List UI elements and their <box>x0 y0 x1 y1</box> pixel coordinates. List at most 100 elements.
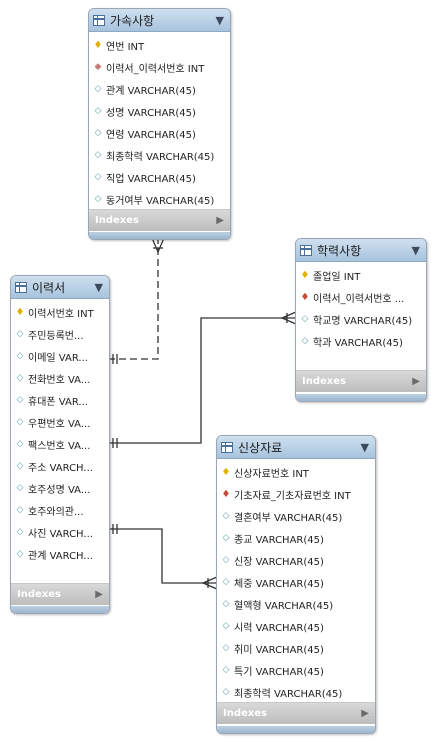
expand-arrow-icon[interactable]: ▶ <box>361 708 369 719</box>
column-icon: ◇ <box>222 687 230 697</box>
table-column[interactable]: ◇이메일 VAR... <box>16 351 88 364</box>
column-icon: ◇ <box>94 84 102 94</box>
column-icon: ◇ <box>16 373 24 383</box>
table-title: 이력서 <box>32 280 66 295</box>
indexes-section[interactable]: Indexes ▶ <box>89 209 230 231</box>
table-column[interactable]: ◇결혼여부 VARCHAR(45) <box>222 511 343 524</box>
indexes-section[interactable]: Indexes ▶ <box>296 370 426 392</box>
column-icon: ◇ <box>16 417 24 427</box>
column-icon: ◇ <box>94 194 102 204</box>
table-column[interactable]: ◇휴대폰 VAR... <box>16 395 88 408</box>
table-column[interactable]: ◇전화번호 VA... <box>16 373 91 386</box>
table-column[interactable]: ◆이력서_이력서번호 INT <box>94 62 205 75</box>
column-icon: ◇ <box>301 314 309 324</box>
table-column[interactable]: ♦기초자료_기초자료번호 INT <box>221 488 351 502</box>
indexes-section[interactable]: Indexes ▶ <box>217 702 375 724</box>
table-column[interactable]: ♦이력서_이력서번호 ... <box>300 291 405 305</box>
table-column[interactable]: ◇취미 VARCHAR(45) <box>222 643 324 656</box>
table-column[interactable]: ◇최종학력 VARCHAR(45) <box>222 687 343 700</box>
table-column[interactable]: ♦이력서번호 INT <box>15 306 94 320</box>
table-header[interactable]: 신상자료 ▼ <box>217 436 375 459</box>
column-list: ♦이력서번호 INT ◇주민등록번... ◇이메일 VAR... ◇전화번호 V… <box>11 299 109 565</box>
table-column[interactable]: ◇연령 VARCHAR(45) <box>94 128 196 141</box>
table-bottom-bar <box>89 232 230 239</box>
column-icon: ◇ <box>222 643 230 653</box>
column-icon: ◇ <box>222 577 230 587</box>
collapse-arrow-icon[interactable]: ▼ <box>411 243 420 257</box>
key-icon: ♦ <box>93 39 103 51</box>
table-column[interactable]: ◇성명 VARCHAR(45) <box>94 106 196 119</box>
table-education[interactable]: 학력사항 ▼ ♦졸업일 INT ♦이력서_이력서번호 ... ◇학교명 VARC… <box>295 238 427 402</box>
table-column[interactable]: ◇학과 VARCHAR(45) <box>301 336 403 349</box>
table-column[interactable]: ◇종교 VARCHAR(45) <box>222 533 324 546</box>
table-column[interactable]: ◇호주성명 VA... <box>16 483 91 496</box>
column-icon: ◇ <box>301 336 309 346</box>
table-column[interactable]: ◇우편번호 VA... <box>16 417 91 430</box>
column-icon: ◇ <box>16 461 24 471</box>
column-icon: ◇ <box>94 106 102 116</box>
table-column[interactable]: ◇시력 VARCHAR(45) <box>222 621 324 634</box>
table-column[interactable]: ◇특기 VARCHAR(45) <box>222 665 324 678</box>
table-column[interactable]: ◇관계 VARCHAR(45) <box>94 84 196 97</box>
table-header[interactable]: 이력서 ▼ <box>11 276 109 299</box>
key-icon: ♦ <box>15 306 25 318</box>
expand-arrow-icon[interactable]: ▶ <box>95 589 103 600</box>
table-column[interactable]: ♦신상자료번호 INT <box>221 466 309 480</box>
table-column[interactable]: ◇사진 VARCH... <box>16 527 93 540</box>
key-icon: ♦ <box>221 466 231 478</box>
indexes-section[interactable]: Indexes ▶ <box>11 583 109 605</box>
table-column[interactable]: ♦연번 INT <box>93 39 145 53</box>
column-icon: ◇ <box>222 599 230 609</box>
table-column[interactable]: ◇관계 VARCH... <box>16 549 93 562</box>
table-family[interactable]: 가속사항 ▼ ♦연번 INT ◆이력서_이력서번호 INT ◇관계 VARCHA… <box>88 8 231 240</box>
column-list: ♦연번 INT ◆이력서_이력서번호 INT ◇관계 VARCHAR(45) ◇… <box>89 32 230 210</box>
table-title: 가속사항 <box>110 13 155 28</box>
collapse-arrow-icon[interactable]: ▼ <box>215 13 224 27</box>
table-column[interactable]: ◇체중 VARCHAR(45) <box>222 577 324 590</box>
collapse-arrow-icon[interactable]: ▼ <box>360 440 369 454</box>
indexes-label: Indexes <box>17 589 61 600</box>
relation-resume-family[interactable] <box>108 237 165 364</box>
column-list: ♦신상자료번호 INT ♦기초자료_기초자료번호 INT ◇결혼여부 VARCH… <box>217 459 375 703</box>
expand-arrow-icon[interactable]: ▶ <box>216 215 224 226</box>
column-icon: ◇ <box>16 527 24 537</box>
column-icon: ◇ <box>222 665 230 675</box>
table-column[interactable]: ◇팩스번호 VA... <box>16 439 91 452</box>
table-bottom-bar <box>296 394 426 401</box>
indexes-label: Indexes <box>223 708 267 719</box>
table-column[interactable]: ◇신장 VARCHAR(45) <box>222 555 324 568</box>
table-column[interactable]: ◇최종학력 VARCHAR(45) <box>94 150 215 163</box>
foreign-key-column-icon: ◆ <box>94 62 102 72</box>
table-column[interactable]: ◇동거여부 VARCHAR(45) <box>94 194 215 207</box>
table-bottom-bar <box>217 726 375 733</box>
table-column[interactable]: ◇주민등록번... <box>16 329 84 342</box>
column-icon: ◇ <box>16 505 24 515</box>
table-icon <box>300 244 312 256</box>
table-title: 신상자료 <box>238 440 283 455</box>
table-header[interactable]: 가속사항 ▼ <box>89 9 230 32</box>
column-icon: ◇ <box>94 128 102 138</box>
table-column[interactable]: ◇주소 VARCH... <box>16 461 93 474</box>
table-column[interactable]: ◇혈액형 VARCHAR(45) <box>222 599 334 612</box>
table-resume[interactable]: 이력서 ▼ ♦이력서번호 INT ◇주민등록번... ◇이메일 VAR... ◇… <box>10 275 110 614</box>
collapse-arrow-icon[interactable]: ▼ <box>94 280 103 294</box>
column-icon: ◇ <box>222 511 230 521</box>
column-icon: ◇ <box>222 555 230 565</box>
table-header[interactable]: 학력사항 ▼ <box>296 239 426 262</box>
table-column[interactable]: ◇호주와의관... <box>16 505 84 518</box>
table-column[interactable]: ◇학교명 VARCHAR(45) <box>301 314 413 327</box>
expand-arrow-icon[interactable]: ▶ <box>412 376 420 387</box>
table-column[interactable]: ♦졸업일 INT <box>300 269 361 283</box>
relation-resume-education[interactable] <box>108 311 297 448</box>
column-icon: ◇ <box>222 621 230 631</box>
table-title: 학력사항 <box>317 243 362 258</box>
table-personal[interactable]: 신상자료 ▼ ♦신상자료번호 INT ♦기초자료_기초자료번호 INT ◇결혼여… <box>216 435 376 734</box>
table-bottom-bar <box>11 606 109 613</box>
table-icon <box>15 281 27 293</box>
column-list: ♦졸업일 INT ♦이력서_이력서번호 ... ◇학교명 VARCHAR(45)… <box>296 262 426 352</box>
relation-resume-personal[interactable] <box>108 524 218 590</box>
table-column[interactable]: ◇직업 VARCHAR(45) <box>94 172 196 185</box>
column-icon: ◇ <box>222 533 230 543</box>
column-icon: ◇ <box>16 395 24 405</box>
column-icon: ◇ <box>94 172 102 182</box>
